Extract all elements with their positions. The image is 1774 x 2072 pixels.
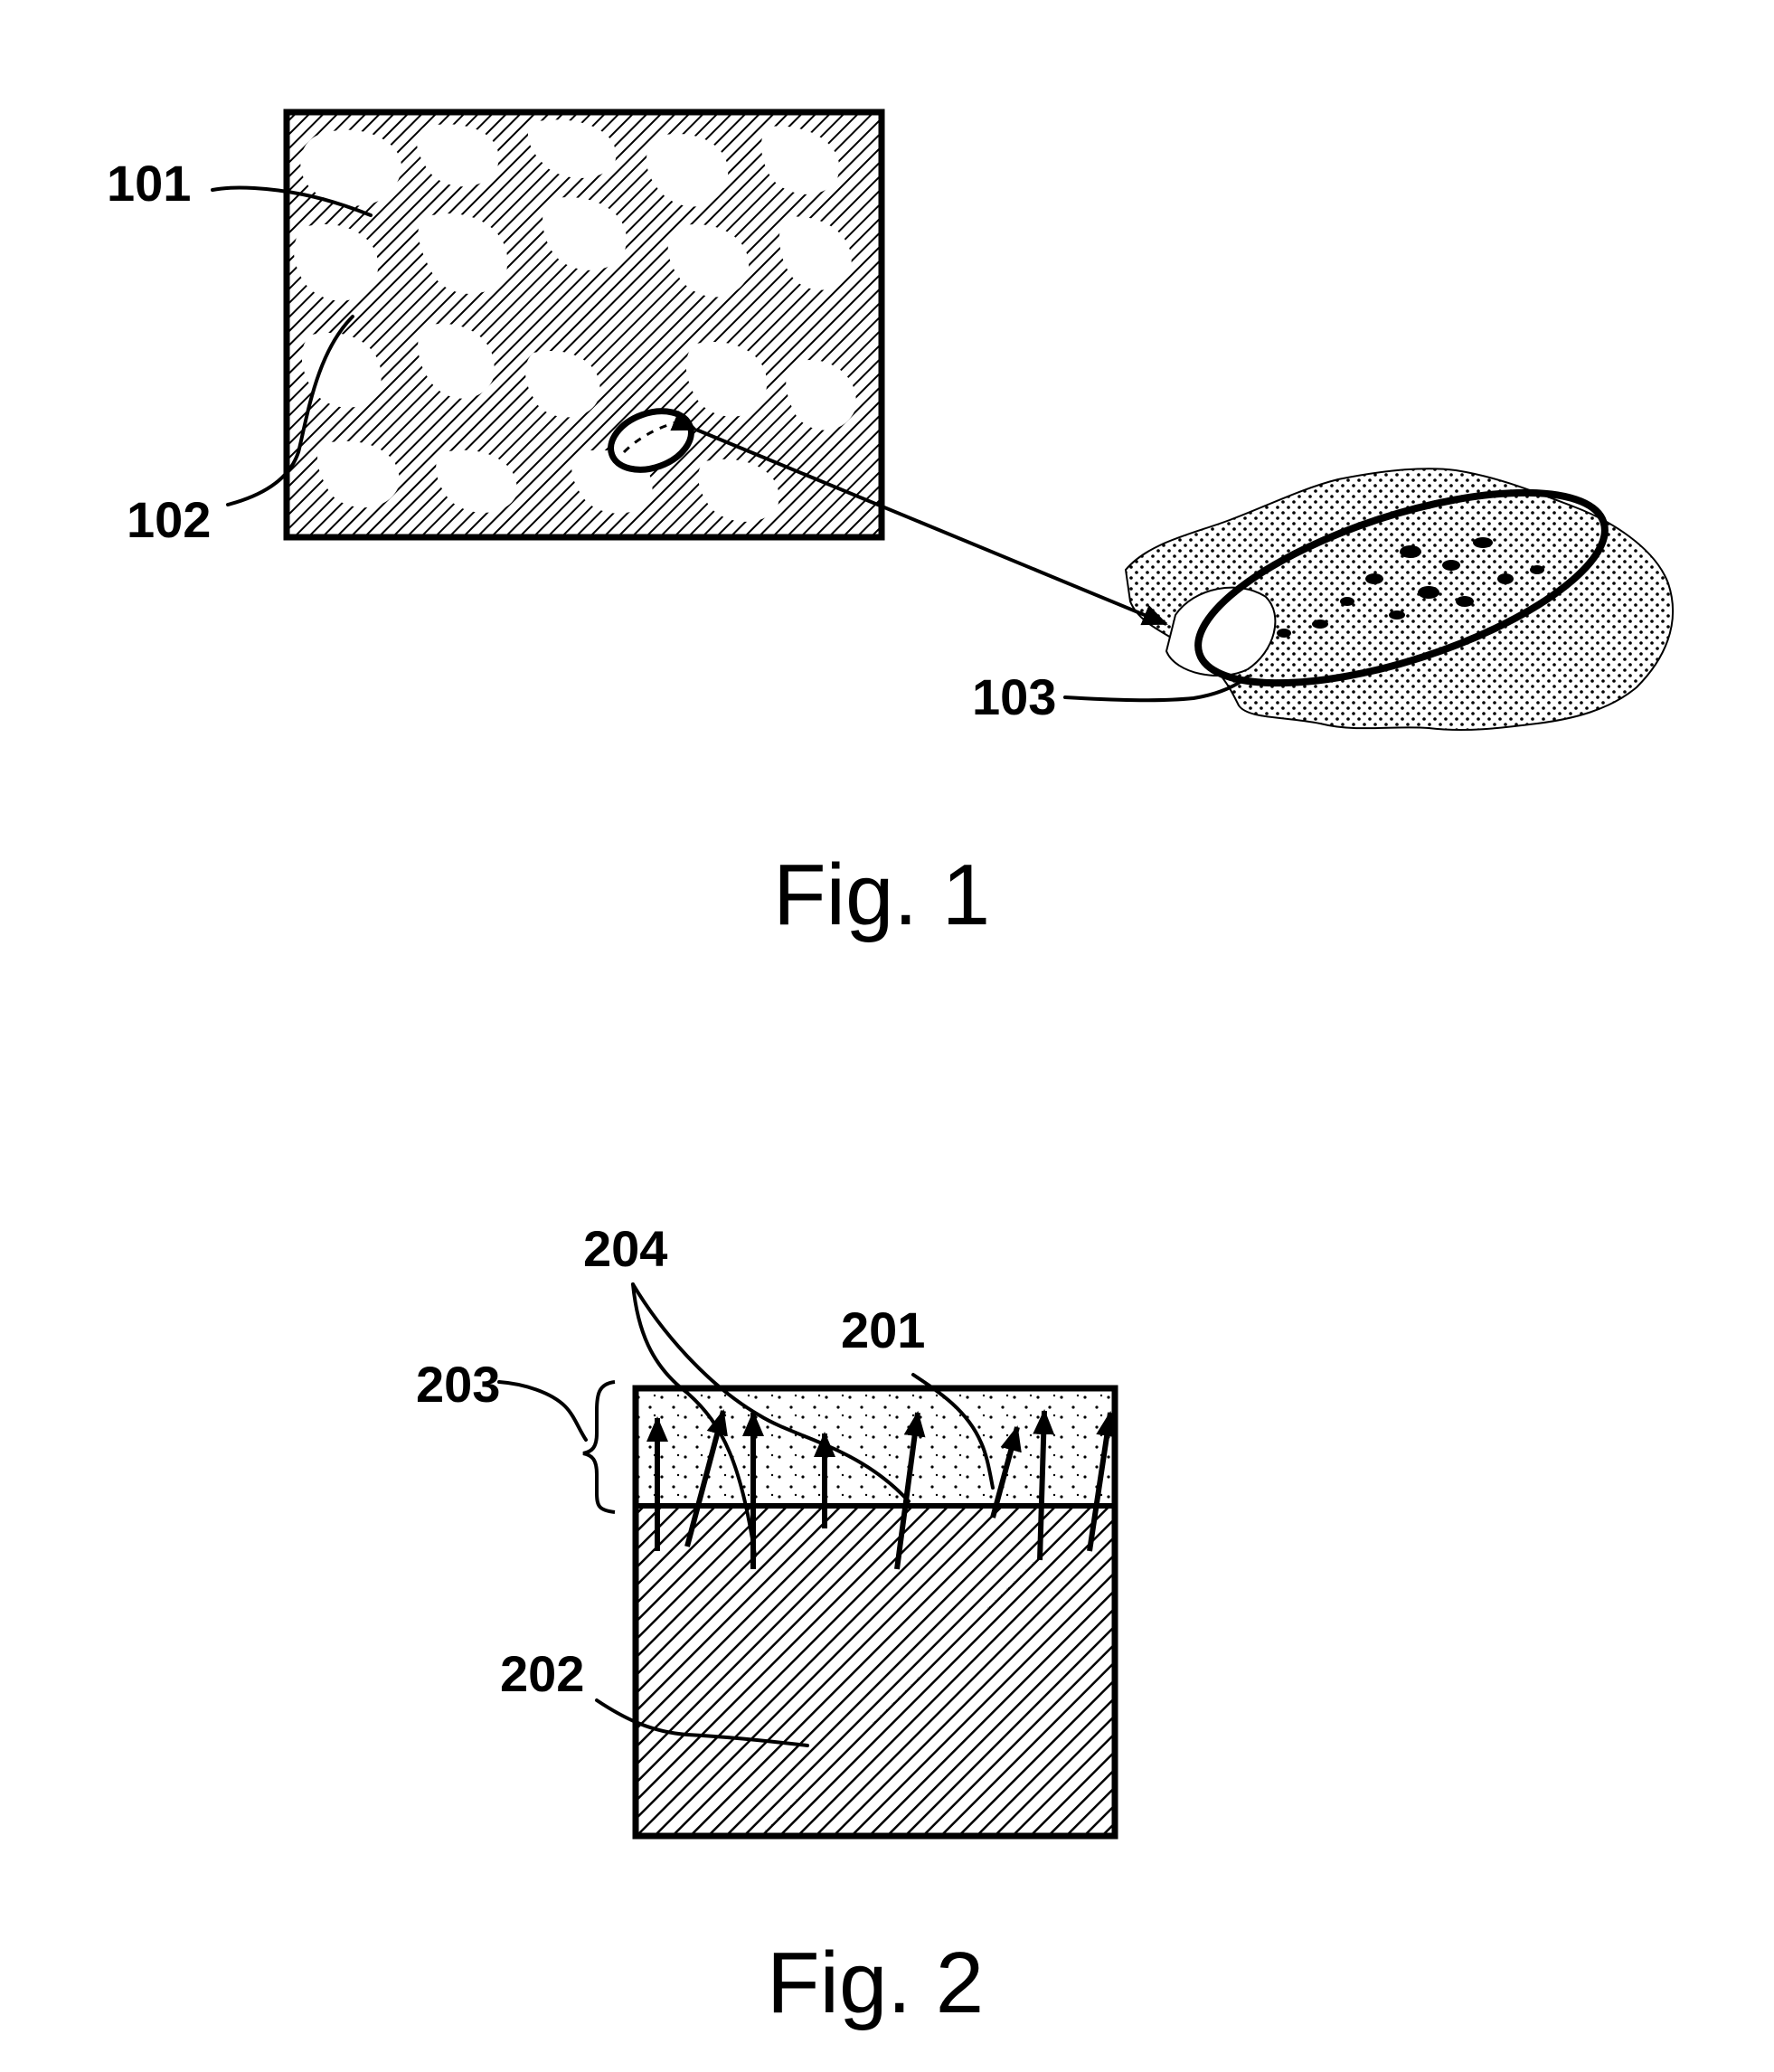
leader-103 <box>1065 676 1248 700</box>
label-202: 202 <box>500 1645 584 1702</box>
figure-2-caption: Fig. 2 <box>767 1935 984 2031</box>
base-layer-hatched <box>636 1506 1115 1836</box>
label-204: 204 <box>583 1220 667 1277</box>
label-102: 102 <box>127 491 211 548</box>
substrate-body <box>287 112 882 537</box>
figure-1: 101 102 103 Fig. 1 <box>107 112 1673 943</box>
layer-bracket <box>583 1382 615 1512</box>
label-103: 103 <box>972 668 1056 725</box>
leader-203 <box>499 1382 586 1440</box>
figure-2: 204 201 203 202 Fig. 2 <box>416 1220 1115 2031</box>
label-203: 203 <box>416 1356 500 1413</box>
label-201: 201 <box>841 1301 925 1358</box>
label-101: 101 <box>107 155 191 212</box>
figure-1-caption: Fig. 1 <box>773 847 990 943</box>
